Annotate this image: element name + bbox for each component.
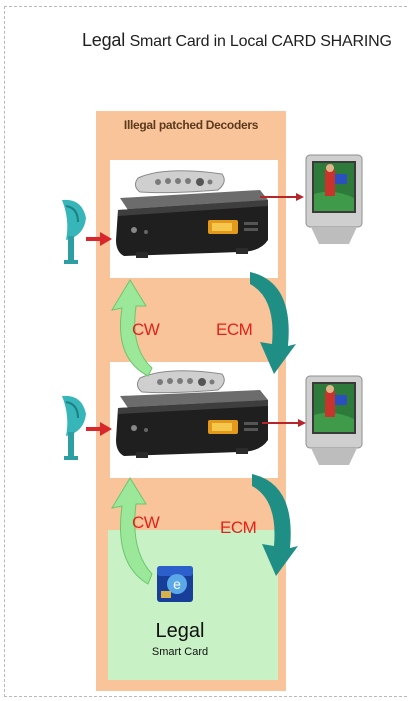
signal-arrow-lower <box>86 422 112 436</box>
ecm-label-lower: ECM <box>220 518 257 537</box>
set-top-box-icon <box>116 170 268 258</box>
cw-arrow-upper <box>110 279 153 377</box>
diagram-title: Legal Smart Card in Local CARD SHARING <box>82 30 392 51</box>
output-arrow-upper <box>260 193 304 201</box>
ecm-arrow-upper <box>250 272 296 374</box>
panel-heading: Illegal patched Decoders <box>123 118 259 132</box>
cw-label-upper: CW <box>132 320 160 339</box>
set-top-box-icon <box>116 370 268 458</box>
diagram-frame <box>4 6 407 697</box>
legal-card-title: Legal <box>155 620 205 642</box>
remote-control-icon <box>136 370 225 394</box>
television-icon <box>305 154 363 244</box>
output-arrow-lower <box>262 419 306 427</box>
ecm-arrow-lower <box>252 474 298 576</box>
remote-control-icon <box>134 170 225 194</box>
satellite-dish-icon <box>62 199 86 264</box>
satellite-dish-icon <box>62 395 86 460</box>
title-part-rest: Smart Card in Local CARD SHARING <box>129 33 392 50</box>
cw-label-lower: CW <box>132 513 160 532</box>
signal-arrow-upper <box>86 232 112 246</box>
ecm-label-upper: ECM <box>216 320 253 339</box>
svg-text:e: e <box>173 576 181 592</box>
legal-card-subtitle: Smart Card <box>151 646 209 658</box>
cw-arrow-lower <box>110 477 153 585</box>
title-part-legal: Legal <box>82 30 126 50</box>
television-icon <box>305 375 363 465</box>
smart-card-icon: e <box>157 566 193 602</box>
